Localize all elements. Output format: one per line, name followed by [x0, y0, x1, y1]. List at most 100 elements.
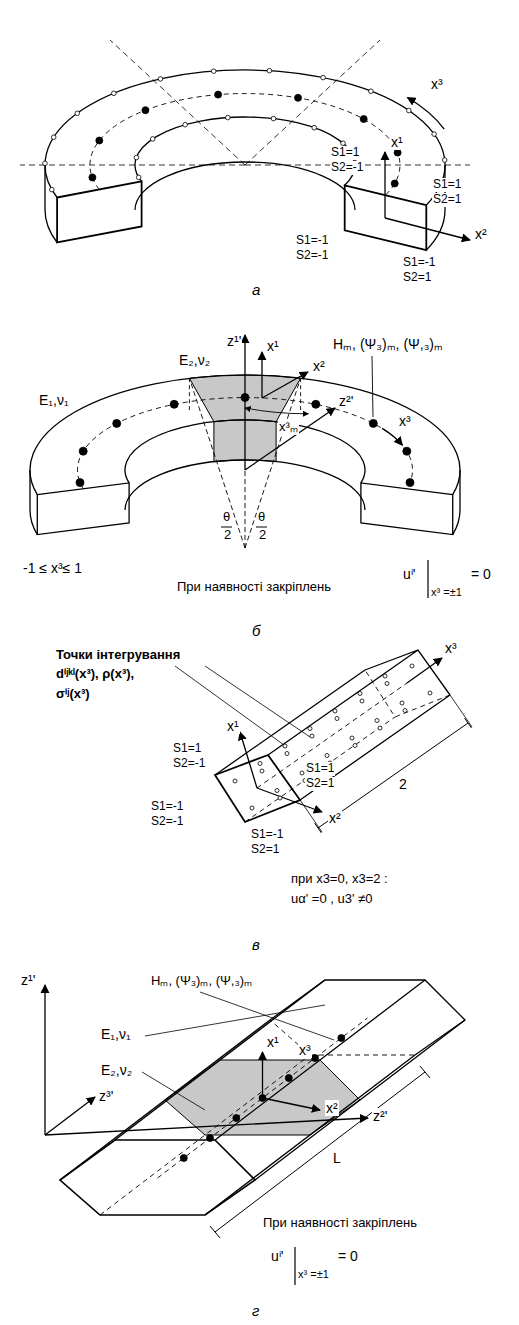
corner-sign: S2=1 [432, 193, 462, 207]
integration-point [369, 89, 374, 94]
line-art [257, 683, 407, 788]
axis-label: x³ [298, 1042, 312, 1058]
integration-point [211, 69, 216, 74]
range-label: -1 ≤ x³≤ 1 [22, 560, 83, 576]
node-point [113, 419, 121, 427]
axis-label: z²' [372, 1108, 388, 1124]
node-point [180, 1155, 187, 1162]
axis-label: z²' [338, 393, 354, 409]
panel-b [30, 335, 460, 598]
line-art [37, 483, 129, 535]
integration-point [403, 709, 407, 713]
integration-point [360, 699, 364, 703]
node-point [285, 1075, 292, 1082]
integration-point [383, 674, 387, 678]
panel-letter: г [251, 1302, 260, 1319]
node-point [391, 180, 398, 187]
line-art [244, 335, 245, 470]
dimension-label: x³ₘ [278, 420, 299, 435]
axis-label: x² [325, 1100, 339, 1116]
line-art [372, 356, 373, 417]
corner-sign: S2=-1 [295, 249, 329, 263]
corner-sign: S1=1 [172, 742, 202, 756]
line-art [43, 68, 447, 192]
line-art [60, 980, 465, 1215]
line-art [245, 408, 335, 470]
line-art [45, 210, 57, 243]
integration-point [271, 116, 276, 121]
line-art [245, 670, 450, 822]
integration-point [350, 736, 354, 740]
integration-point [150, 137, 155, 142]
line-art [210, 1066, 430, 1238]
integration-point [312, 125, 317, 130]
formula-text: x³ =±1 [297, 1268, 330, 1281]
line-art [45, 1118, 368, 1135]
axis-label: x² [328, 810, 342, 826]
integration-point [353, 744, 357, 748]
node-point [369, 419, 377, 427]
integration-point [134, 155, 139, 160]
note-text: При наявності закріплень [262, 1216, 418, 1231]
integration-point [385, 682, 389, 686]
integration-point [258, 762, 262, 766]
node-point [394, 149, 401, 156]
node-point [207, 1135, 214, 1142]
line-art [384, 152, 385, 218]
integration-point [158, 77, 163, 82]
integration-point [267, 68, 272, 73]
corner-sign: S2=1 [250, 843, 280, 857]
line-art [90, 94, 400, 196]
line-art [245, 408, 308, 414]
formula-text: uⁱ' [270, 1248, 284, 1264]
integration-point [50, 187, 55, 192]
line-art [263, 1098, 321, 1110]
line-art [453, 510, 460, 535]
line-art [261, 352, 262, 398]
material-label: E₂,ν₂ [178, 352, 211, 368]
axis-label: x² [474, 226, 488, 242]
line-art [57, 181, 142, 242]
line-art [257, 788, 322, 812]
integration-point [183, 122, 188, 127]
corner-sign: S2=1 [305, 777, 335, 791]
node-point [360, 116, 367, 123]
line-art [45, 1097, 95, 1135]
angle-label: 2 [258, 528, 267, 543]
corner-sign: S1=1 [330, 146, 360, 160]
node-point [170, 400, 178, 408]
line-art [240, 732, 257, 788]
line-art [294, 1247, 295, 1285]
axis-label: x¹ [266, 338, 280, 354]
note-text: При наявності закріплень [176, 580, 332, 595]
axis-label: z³' [98, 1088, 114, 1104]
integration-point [378, 726, 382, 730]
corner-sign: S1=-1 [295, 234, 329, 248]
integration-point [75, 111, 80, 116]
node-point [76, 479, 84, 487]
panel-letter: а [251, 281, 261, 298]
corner-sign: S2=-1 [330, 161, 364, 175]
material-label: E₁,ν₁ [100, 1026, 132, 1042]
dimension-label: L [332, 1150, 342, 1166]
integration-point [250, 806, 254, 810]
integration-point [300, 771, 304, 775]
corner-sign: S1=1 [305, 762, 335, 776]
integration-point [321, 75, 326, 80]
axis-label: x³ [444, 640, 458, 656]
line-art [427, 560, 428, 598]
line-art [385, 218, 470, 240]
formula-text: uⁱ' [402, 566, 416, 582]
integration-point [410, 664, 414, 668]
corner-sign: S1=-1 [250, 828, 284, 842]
panel-letter: б [251, 622, 261, 639]
integration-point [136, 175, 141, 180]
line-art [180, 1035, 344, 1162]
axis-label: x¹ [226, 718, 240, 734]
line-art [233, 664, 432, 810]
axis-label: x³ [398, 413, 412, 429]
line-art [30, 510, 37, 535]
dimension-label: 2 [398, 776, 408, 792]
integration-point [43, 161, 48, 166]
